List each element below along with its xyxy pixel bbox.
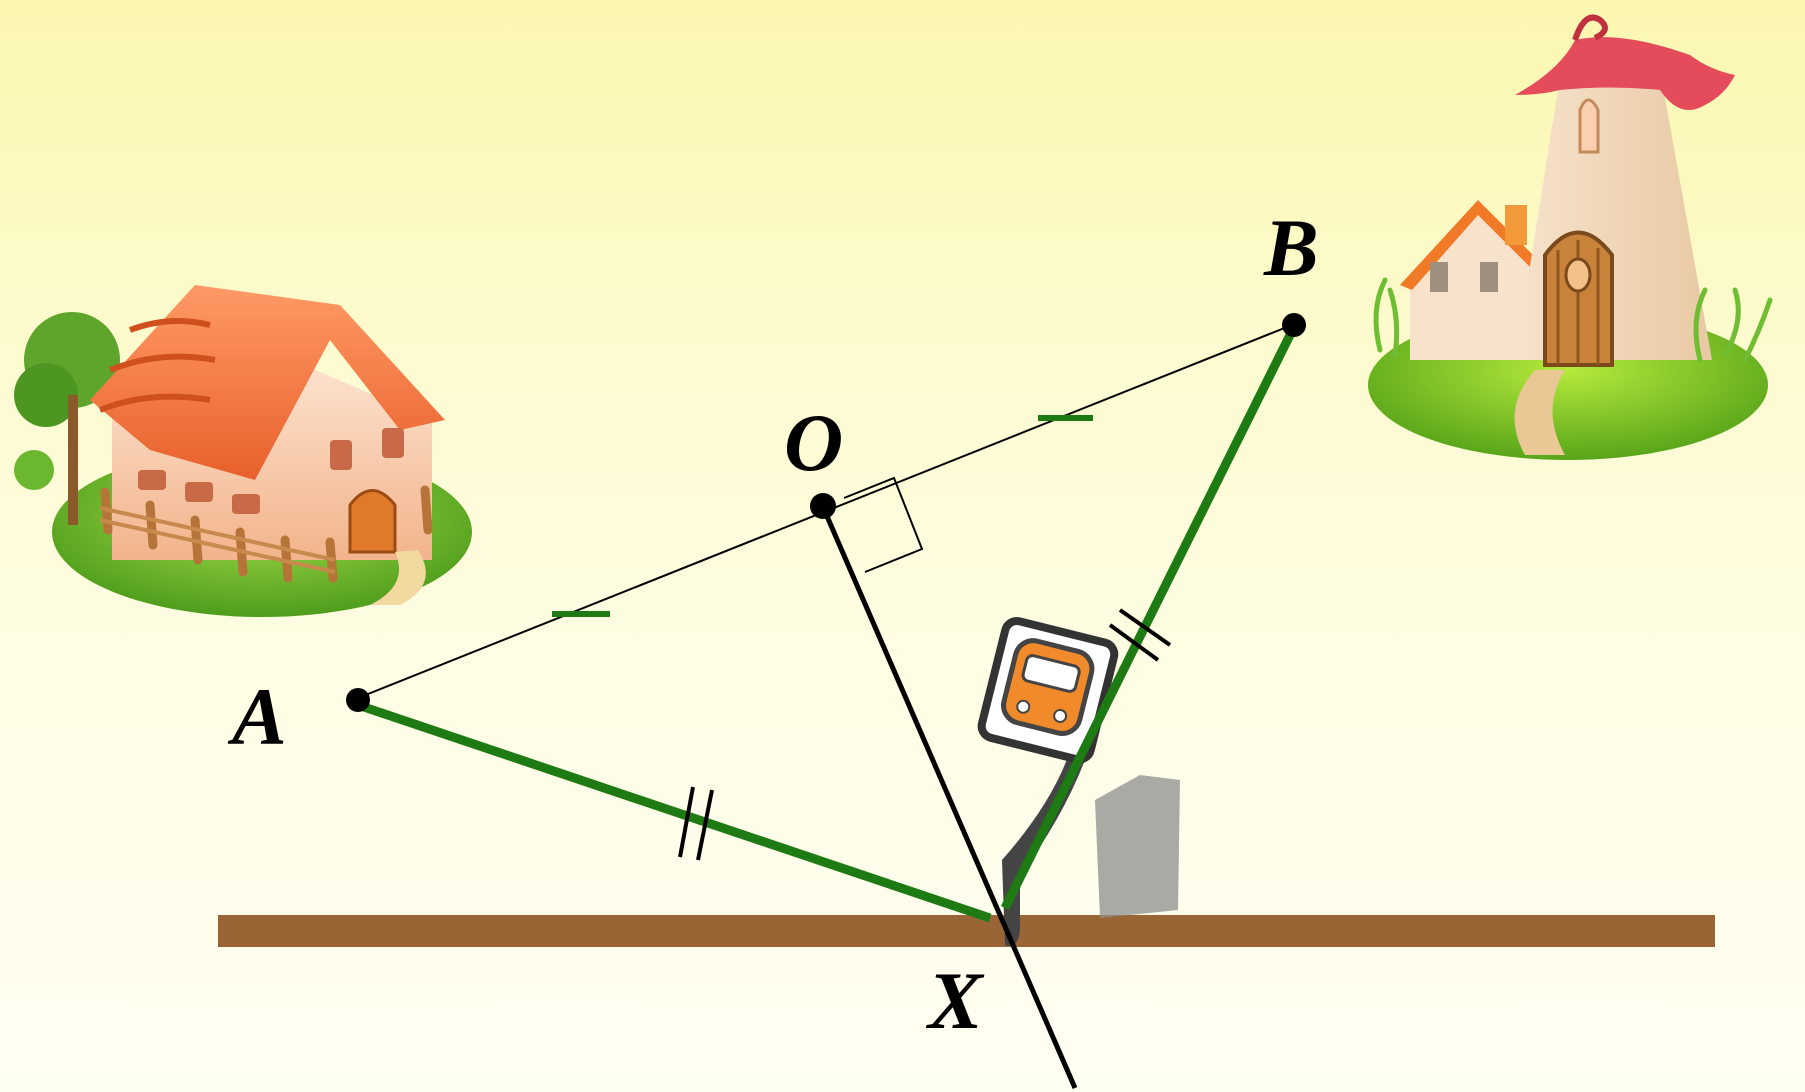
label-A: A: [227, 671, 287, 762]
midpoint-tick-marks: [552, 415, 1093, 617]
label-X: X: [925, 955, 985, 1046]
segment-AX: [356, 700, 992, 923]
tower-house-icon: [1368, 14, 1773, 460]
right-angle-mark: [843, 476, 924, 573]
road: [218, 915, 1715, 947]
cottage-house-icon: [14, 285, 472, 617]
bus-stop-sign-icon: [977, 617, 1180, 946]
perpendicular-bisector: [820, 506, 1078, 1089]
equal-length-tick-marks: [678, 608, 1172, 861]
point-A: [346, 688, 370, 712]
segment-BX: [1000, 322, 1300, 911]
label-O: O: [784, 397, 843, 488]
point-B: [1282, 313, 1306, 337]
point-O: [810, 493, 836, 519]
label-B: B: [1263, 202, 1319, 293]
